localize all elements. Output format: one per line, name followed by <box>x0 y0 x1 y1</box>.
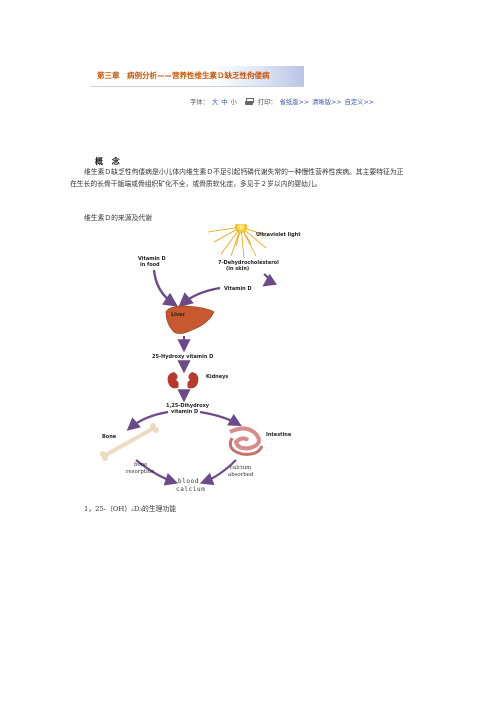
printer-icon <box>244 97 254 106</box>
label-blood: blood <box>178 478 199 485</box>
font-large-link[interactable]: 大 <box>211 99 219 106</box>
label-bone-resorption-1: bone <box>134 462 147 468</box>
source-heading: 维生素Ｄ的来源及代谢 <box>84 214 152 222</box>
arrow-to-intestine <box>199 410 242 427</box>
label-bone-resorption-2: resorption <box>126 469 155 475</box>
font-small-link[interactable]: 小 <box>230 99 237 106</box>
arrow-vitd-to-liver <box>178 286 221 308</box>
label-calcium: calcium <box>176 486 206 493</box>
vitamin-d-metabolism-diagram: Ultraviolet light 7-Dehydrocholesterol (… <box>100 224 301 493</box>
label-liver: Liver <box>171 312 186 318</box>
bone-icon <box>100 423 159 461</box>
print-paper-saving-link[interactable]: 省纸版>> <box>279 99 310 106</box>
kidneys-icon <box>167 372 199 389</box>
concept-paragraph: 维生素Ｄ缺乏性佝偻病是小儿体内维生素Ｄ不足引起钙磷代谢失常的一种慢性营养性疾病。… <box>70 167 410 190</box>
liver-icon <box>165 305 215 334</box>
label-dihydroxy: 1,25-Dihydroxy <box>166 403 210 409</box>
label-intestine: Intestine <box>266 432 292 438</box>
toolbar: 字体： 大 中 小 打印： 省纸版>> 清晰版>> 自定义>> <box>190 97 374 106</box>
font-size-label: 字体： <box>190 99 209 106</box>
label-in-food: in food <box>140 262 160 268</box>
label-calcium-absorbed-2: absorbed <box>228 472 254 478</box>
print-label: 打印： <box>257 99 277 106</box>
formula-heading: 1，25-（OH）₂D₃的生理功能 <box>84 505 177 513</box>
label-dihydroxy-vitd: vitamin D <box>171 409 198 415</box>
label-25-hydroxy: 25-Hydroxy vitamin D <box>152 354 213 360</box>
label-vitamin-d-food: Vitamin D <box>138 256 166 262</box>
font-medium-link[interactable]: 中 <box>221 99 228 106</box>
title-divider <box>90 86 304 87</box>
arrow-to-bone <box>126 410 169 431</box>
concept-text: 维生素Ｄ缺乏性佝偻病是小儿体内维生素Ｄ不足引起钙磷代谢失常的一种慢性营养性疾病。… <box>70 168 404 188</box>
print-clear-link[interactable]: 清晰版>> <box>312 99 342 106</box>
label-bone: Bone <box>102 434 117 440</box>
label-in-skin: (in skin) <box>226 266 249 272</box>
print-custom-link[interactable]: 自定义>> <box>344 99 375 106</box>
title-bar <box>90 66 304 86</box>
sun-icon <box>207 224 269 259</box>
arrow-bone-to-blood <box>135 459 179 486</box>
arrow-food-to-liver <box>152 269 178 307</box>
label-kidneys: Kidneys <box>206 374 228 380</box>
intestine-icon <box>228 426 264 456</box>
arrow-skin-to-vitd <box>262 273 277 287</box>
label-calcium-absorbed-1: calcium <box>230 465 251 471</box>
section-heading: 概 念 <box>95 157 123 166</box>
label-ultraviolet: Ultraviolet light <box>256 232 301 238</box>
arrow-intestine-to-blood <box>199 459 237 486</box>
label-vitamin-d: Vitamin D <box>224 286 252 292</box>
page-title: 第三章 病例分析——营养性维生素Ｄ缺乏性佝偻病 <box>97 71 270 80</box>
label-7-dehydrocholesterol: 7-Dehydrocholesterol <box>218 260 279 266</box>
